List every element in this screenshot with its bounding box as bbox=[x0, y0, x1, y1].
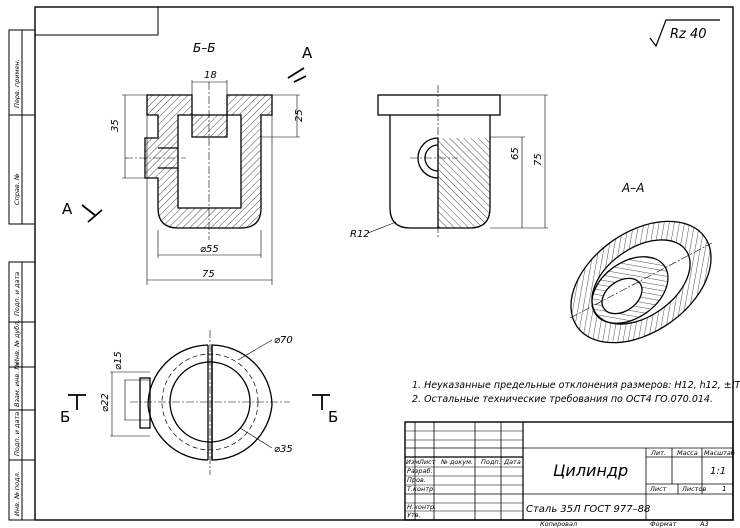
tb-role-prov: Пров. bbox=[407, 476, 426, 484]
dim-d22: ⌀22 bbox=[100, 393, 111, 412]
side-view-body bbox=[377, 94, 501, 229]
tb-role-razrab: Разраб. bbox=[407, 467, 433, 475]
left-strip bbox=[8, 29, 36, 521]
dim-r12: R12 bbox=[350, 229, 370, 240]
cut-mark-a-left bbox=[81, 204, 103, 223]
cut-mark-a-top-label: А bbox=[302, 44, 313, 62]
dim-75: 75 bbox=[202, 269, 215, 280]
cut-mark-b-right bbox=[312, 394, 330, 410]
cut-mark-a-left-label: А bbox=[62, 200, 73, 218]
strip-label-inv-dubl: Инв. № дубл. bbox=[13, 320, 21, 364]
note-1: 1. Неуказанные предельные отклонения раз… bbox=[412, 380, 740, 391]
part-name: Цилиндр bbox=[553, 461, 628, 480]
tb-mass-label: Масса bbox=[677, 449, 698, 457]
note-2: 2. Остальные технические требования по О… bbox=[412, 394, 713, 405]
bottom-view-body bbox=[139, 344, 273, 461]
tb-col-podp: Подп. bbox=[481, 458, 501, 466]
tb-lit-label: Лит. bbox=[650, 449, 666, 457]
dim-18: 18 bbox=[204, 70, 217, 81]
tb-sheet-label: Лист bbox=[649, 485, 667, 493]
bottom-view-dimlines bbox=[110, 339, 273, 449]
cut-mark-b-right-label: Б bbox=[328, 408, 338, 426]
strip-label-vzam: Взам. инв. № bbox=[13, 363, 21, 407]
section-bb-centerlines bbox=[125, 82, 210, 240]
tb-format-label: Формат bbox=[650, 520, 677, 528]
tb-col-date: Дата bbox=[503, 458, 521, 466]
tb-sheets-label: Листов bbox=[681, 485, 706, 493]
tb-role-utv: Утв. bbox=[407, 511, 421, 519]
dim-d70: ⌀70 bbox=[274, 335, 293, 346]
section-bb-label: Б–Б bbox=[193, 41, 215, 55]
tb-format-value: А3 bbox=[699, 520, 709, 528]
section-bb-body bbox=[144, 94, 273, 229]
title-block bbox=[404, 421, 734, 521]
tb-col-list: Лист bbox=[418, 458, 436, 466]
strip-label-podp1: Подп. и дата bbox=[13, 272, 21, 316]
dim-65: 65 bbox=[510, 147, 521, 160]
cut-mark-a-top bbox=[287, 67, 307, 83]
strip-label-inv-podl: Инв. № подл. bbox=[13, 471, 21, 516]
cut-mark-b-left-label: Б bbox=[60, 408, 70, 426]
dim-d15: ⌀15 bbox=[113, 351, 124, 370]
dim-75-side: 75 bbox=[533, 153, 544, 166]
section-aa-label: А–А bbox=[621, 181, 644, 195]
tb-role-tkontr: Т.контр. bbox=[407, 485, 435, 493]
tb-scale-value: 1:1 bbox=[710, 466, 726, 477]
surface-finish-value: Rz 40 bbox=[670, 27, 707, 42]
tb-sheets-value: 1 bbox=[722, 485, 726, 493]
side-view-centerlines bbox=[410, 85, 458, 238]
strip-label-sprav: Справ. № bbox=[13, 173, 21, 205]
top-left-stamp bbox=[34, 6, 159, 36]
tb-role-nkontr: Н.контр. bbox=[407, 503, 436, 511]
tb-col-doc: № докум. bbox=[440, 458, 473, 466]
dim-d35: ⌀35 bbox=[274, 444, 293, 455]
section-bb-dimlines bbox=[122, 80, 300, 285]
tb-copied-label: Копировал bbox=[540, 520, 577, 528]
dim-35: 35 bbox=[110, 119, 121, 132]
dim-d55: ⌀55 bbox=[200, 244, 219, 255]
bottom-view-centerlines bbox=[130, 330, 290, 475]
cut-mark-b-left bbox=[68, 394, 86, 410]
material-spec: Сталь 35Л ГОСТ 977–88 bbox=[526, 504, 650, 515]
tb-scale-label: Масштаб bbox=[704, 449, 735, 457]
section-aa-body bbox=[569, 220, 713, 344]
strip-label-podp2: Подп. и дата bbox=[13, 412, 21, 456]
dim-25: 25 bbox=[294, 109, 305, 122]
tb-col-izm: Изм bbox=[406, 458, 419, 466]
surface-finish-symbol bbox=[649, 19, 720, 48]
side-view-dimlines bbox=[367, 94, 548, 234]
strip-label-perv: Перв. примен. bbox=[13, 59, 21, 108]
